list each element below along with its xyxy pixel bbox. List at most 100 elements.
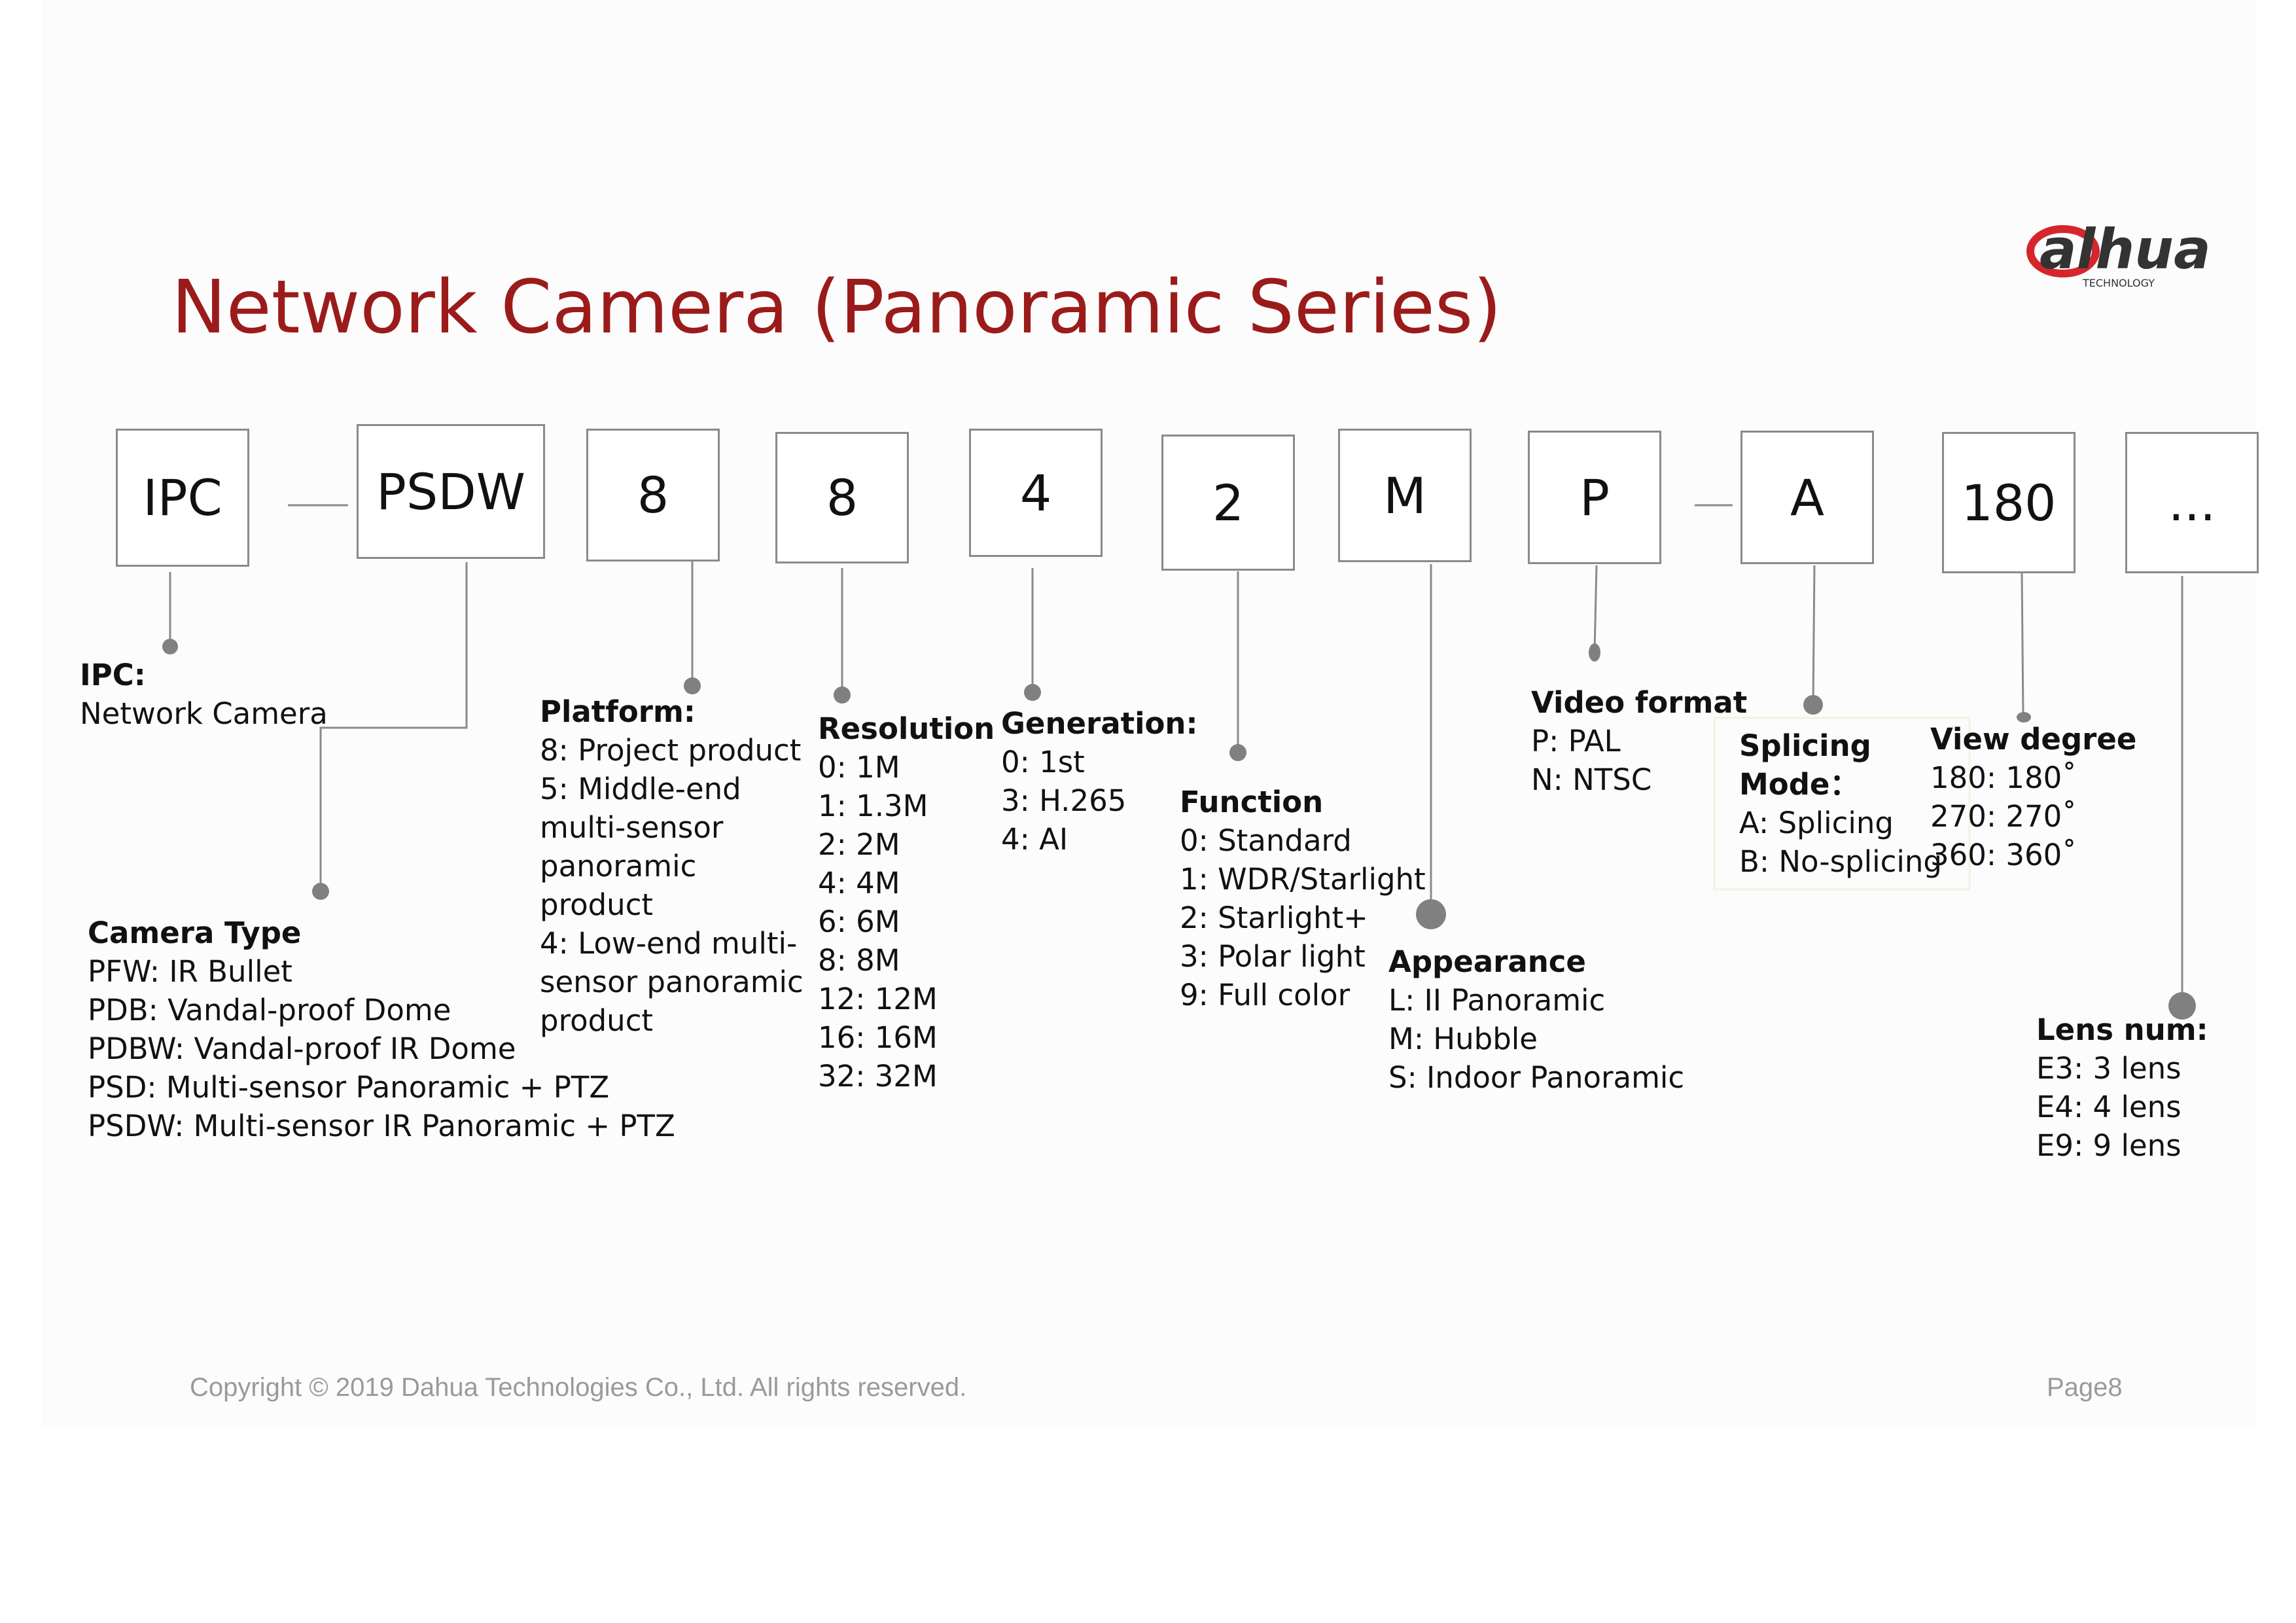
code-box-camera-type: PSDW xyxy=(357,424,545,559)
desc-item: P: PAL xyxy=(1531,724,1621,758)
desc-item: 32: 32M xyxy=(818,1059,938,1094)
desc-platform: Platform: 8: Project product 5: Middle-e… xyxy=(540,692,804,1040)
desc-appearance: Appearance L: II Panoramic M: Hubble S: … xyxy=(1388,942,1684,1097)
code-box-label: 2 xyxy=(1212,473,1245,532)
desc-item: S: Indoor Panoramic xyxy=(1388,1060,1685,1095)
desc-heading: View degree xyxy=(1930,722,2137,757)
desc-item: N: NTSC xyxy=(1531,762,1652,797)
code-box-label: 8 xyxy=(637,466,669,524)
desc-item: 9: Full color xyxy=(1180,978,1351,1012)
leader-camera-type xyxy=(319,562,468,890)
footer-page-number: Page8 xyxy=(2047,1373,2123,1402)
desc-heading: Resolution xyxy=(818,711,995,746)
desc-heading: Lens num: xyxy=(2036,1012,2208,1047)
desc-video-format: Video format P: PAL N: NTSC xyxy=(1531,683,1747,799)
code-box-label: PSDW xyxy=(376,462,525,521)
desc-item: 4: AI xyxy=(1001,822,1069,857)
desc-generation: Generation: 0: 1st 3: H.265 4: AI xyxy=(1001,704,1197,859)
connector-dot xyxy=(1416,899,1446,929)
desc-item: product xyxy=(540,887,654,922)
desc-heading: Video format xyxy=(1531,685,1748,720)
desc-item: 1: WDR/Starlight xyxy=(1180,862,1426,897)
desc-item: multi-sensor xyxy=(540,810,724,845)
desc-item: 4: 4M xyxy=(818,866,900,901)
desc-camera-type: Camera Type PFW: IR Bullet PDB: Vandal-p… xyxy=(88,914,675,1145)
desc-item: 6: 6M xyxy=(818,904,900,939)
connector-dot xyxy=(2017,712,2031,722)
code-box-video-format: P xyxy=(1528,431,1661,564)
desc-item: 0: Standard xyxy=(1180,823,1352,858)
desc-item: PFW: IR Bullet xyxy=(88,954,292,989)
code-box-label: ... xyxy=(2168,473,2216,532)
desc-item: 12: 12M xyxy=(818,982,938,1016)
desc-item: 4: Low-end multi- xyxy=(540,926,798,961)
connector-dot xyxy=(162,639,178,654)
desc-item: 3: H.265 xyxy=(1001,783,1127,818)
footer-copyright: Copyright © 2019 Dahua Technologies Co.,… xyxy=(190,1373,967,1402)
code-box-generation: 4 xyxy=(969,429,1103,557)
splicing-outline xyxy=(1713,717,1971,891)
desc-lens-num: Lens num: E3: 3 lens E4: 4 lens E9: 9 le… xyxy=(2036,1010,2208,1165)
desc-item: 360: 360˚ xyxy=(1930,838,2077,872)
desc-heading: Splicing xyxy=(1739,728,1871,763)
code-box-splicing-mode: A xyxy=(1740,431,1874,564)
desc-heading: IPC: xyxy=(80,658,146,692)
desc-item: 16: 16M xyxy=(818,1020,938,1055)
connector-dot xyxy=(1589,643,1600,662)
desc-item: 8: Project product xyxy=(540,733,802,768)
desc-view-degree: View degree 180: 180˚ 270: 270˚ 360: 360… xyxy=(1930,720,2136,874)
leader-view-degree xyxy=(2021,572,2024,716)
desc-function: Function 0: Standard 1: WDR/Starlight 2:… xyxy=(1180,783,1426,1014)
desc-resolution: Resolution 0: 1M 1: 1.3M 2: 2M 4: 4M 6: … xyxy=(818,709,995,1096)
desc-heading: Function xyxy=(1180,785,1324,819)
connector-dot xyxy=(1024,684,1041,701)
code-box-label: 180 xyxy=(1961,473,2057,532)
code-box-label: P xyxy=(1580,468,1610,527)
code-box-label: A xyxy=(1790,468,1824,527)
logo-subtext: TECHNOLOGY xyxy=(2082,277,2155,289)
code-box-resolution: 8 xyxy=(775,432,909,563)
code-box-platform: 8 xyxy=(586,429,720,562)
desc-item: 2: 2M xyxy=(818,827,900,862)
desc-item: panoramic xyxy=(540,849,697,883)
desc-item: product xyxy=(540,1003,654,1038)
desc-item: E9: 9 lens xyxy=(2036,1128,2181,1163)
connector-dot xyxy=(834,687,851,704)
desc-item: 3: Polar light xyxy=(1180,939,1366,974)
page-title: Network Camera (Panoramic Series) xyxy=(171,265,1502,350)
desc-item: A: Splicing xyxy=(1739,806,1894,840)
desc-ipc: IPC: Network Camera xyxy=(80,656,328,733)
connector-dot xyxy=(684,677,701,694)
desc-item: 5: Middle-end xyxy=(540,772,741,806)
desc-item: 180: 180˚ xyxy=(1930,760,2077,795)
connector-dot xyxy=(1229,744,1246,761)
leader-video-format xyxy=(1593,565,1598,652)
desc-heading: Generation: xyxy=(1001,706,1198,741)
code-box-ipc: IPC xyxy=(116,429,249,567)
connector-dot xyxy=(1803,695,1823,715)
connector-dot xyxy=(2168,992,2196,1020)
desc-item: L: II Panoramic xyxy=(1388,983,1606,1018)
desc-heading-2: Mode： xyxy=(1739,767,1860,802)
desc-item: PDBW: Vandal-proof IR Dome xyxy=(88,1031,516,1066)
desc-item: E3: 3 lens xyxy=(2036,1051,2181,1086)
dahua-logo-icon: alhua TECHNOLOGY xyxy=(2026,217,2211,289)
code-box-function: 2 xyxy=(1161,435,1295,571)
desc-item: sensor panoramic xyxy=(540,965,804,999)
slide-background xyxy=(42,0,2256,1427)
code-box-appearance: M xyxy=(1338,429,1472,562)
desc-item: 270: 270˚ xyxy=(1930,799,2077,834)
desc-heading: Platform: xyxy=(540,694,696,729)
desc-item: 0: 1st xyxy=(1001,745,1085,779)
code-box-label: M xyxy=(1383,466,1426,525)
connector-dot xyxy=(312,883,329,900)
desc-item: 0: 1M xyxy=(818,750,900,785)
desc-splicing-mode: Splicing Mode： A: Splicing B: No-splicin… xyxy=(1739,726,1942,881)
logo-text: alhua xyxy=(2040,217,2211,281)
code-box-label: IPC xyxy=(143,469,222,527)
desc-item: 1: 1.3M xyxy=(818,789,928,823)
desc-item: Network Camera xyxy=(80,696,328,731)
desc-item: 2: Starlight+ xyxy=(1180,901,1368,935)
desc-heading: Camera Type xyxy=(88,916,302,950)
